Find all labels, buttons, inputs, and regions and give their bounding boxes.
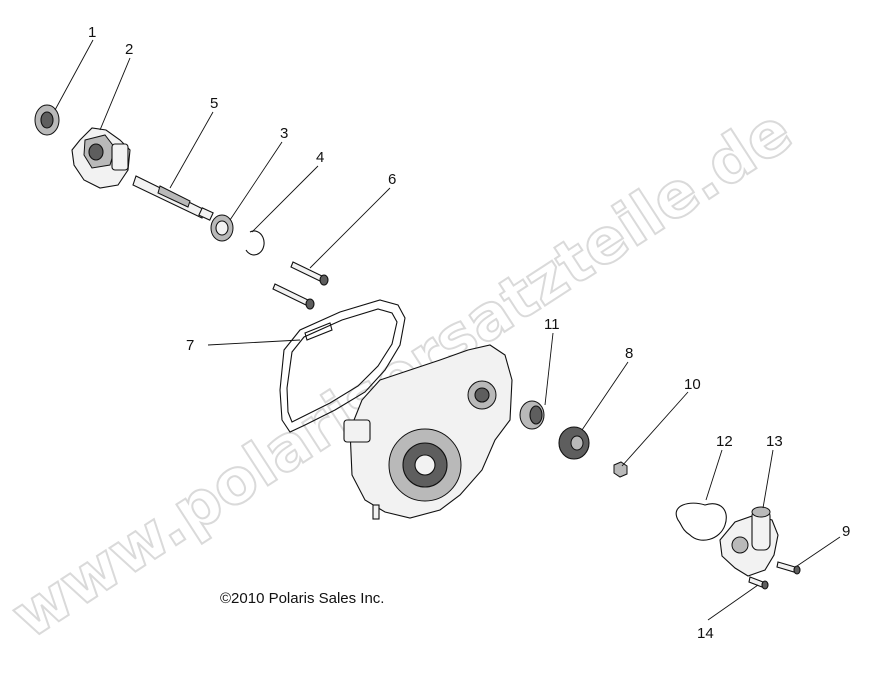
part-1-seal xyxy=(34,104,60,136)
leader-1 xyxy=(54,39,94,111)
part-9-bolt xyxy=(776,561,801,575)
callout-4: 4 xyxy=(316,149,324,166)
part-14-bolt xyxy=(748,576,769,590)
callout-6: 6 xyxy=(388,171,396,188)
part-8-impeller xyxy=(558,426,590,460)
leader-7 xyxy=(207,339,301,346)
callout-1: 1 xyxy=(88,24,96,41)
part-4-snap-ring xyxy=(245,230,265,256)
part-13-pump-cover xyxy=(719,506,779,577)
part-11-seal xyxy=(519,400,545,430)
crankcase-cover xyxy=(343,344,513,520)
callout-5: 5 xyxy=(210,95,218,112)
leader-3 xyxy=(229,141,283,221)
callout-7: 7 xyxy=(186,337,194,354)
leader-12 xyxy=(705,449,723,501)
leader-2 xyxy=(99,57,131,131)
callout-10: 10 xyxy=(684,376,701,393)
leader-6 xyxy=(309,187,391,269)
leader-11 xyxy=(544,332,554,406)
leader-lines xyxy=(54,39,841,621)
leader-5 xyxy=(169,111,214,189)
part-12-o-ring xyxy=(675,502,727,541)
part-10-nut xyxy=(613,461,628,478)
callout-11: 11 xyxy=(544,316,560,333)
callout-9: 9 xyxy=(842,523,850,540)
callout-2: 2 xyxy=(125,41,133,58)
callout-numbers: 1 2 3 4 5 6 7 8 9 10 11 12 13 14 xyxy=(88,24,850,642)
part-5-shaft xyxy=(132,175,214,221)
copyright-text: ©2010 Polaris Sales Inc. xyxy=(220,590,384,607)
leader-10 xyxy=(621,391,689,467)
part-2-pump-housing xyxy=(71,127,131,189)
leader-8 xyxy=(581,361,629,431)
leader-13 xyxy=(762,449,774,509)
part-7-cover-gasket xyxy=(279,299,406,433)
leader-14 xyxy=(707,584,759,621)
part-6-bolts xyxy=(272,261,329,310)
callout-8: 8 xyxy=(625,345,633,362)
leader-4 xyxy=(251,165,319,233)
callout-3: 3 xyxy=(280,125,288,142)
callout-13: 13 xyxy=(766,433,783,450)
callout-12: 12 xyxy=(716,433,733,450)
leader-9 xyxy=(796,536,841,567)
part-3-bearing xyxy=(210,214,234,242)
callout-14: 14 xyxy=(697,625,714,642)
